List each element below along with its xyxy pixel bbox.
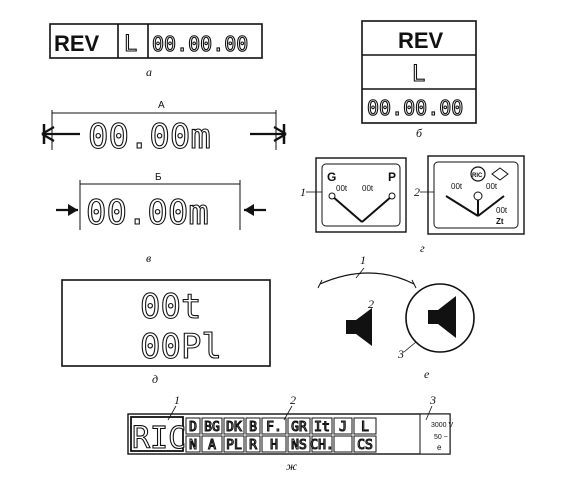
speaker-icon [346, 308, 372, 346]
code-cell-top [261, 417, 287, 435]
code-cell-top [287, 417, 311, 435]
code-label-top: GR [291, 420, 307, 435]
speaker-icon [428, 296, 456, 338]
caption-d: д [152, 372, 158, 386]
caption-b: б [416, 126, 423, 140]
value-4: Zt [496, 217, 504, 226]
code-cell-top [245, 417, 261, 435]
code-cell-bottom [287, 435, 311, 453]
code-label-top: It [314, 420, 330, 435]
code-cell-top [311, 417, 333, 435]
code-cell-top [353, 417, 377, 435]
value-a-readout: 00.00m [88, 117, 211, 157]
code-cell-bottom [261, 435, 287, 453]
callout-3: 3 [397, 347, 404, 361]
line-1-readout: 00t [140, 287, 201, 327]
code-cell-top [333, 417, 353, 435]
e-label: e [437, 443, 442, 452]
panel-a: REV L 00.00.00 а [49, 23, 263, 79]
right-value: 00t [362, 184, 374, 193]
value-1: 00t [451, 182, 463, 191]
code-cell-top [201, 417, 223, 435]
counter-readout: 00.00.00 [367, 96, 463, 120]
callout-3: 3 [429, 393, 436, 407]
code-cell-bottom [311, 435, 333, 453]
panel-b: REV L 00.00.00 б [361, 20, 477, 140]
code-label-bottom: N [189, 438, 197, 453]
code-label-bottom: R [249, 438, 257, 453]
caption-a: а [146, 65, 152, 79]
mode-indicator: L [412, 62, 425, 87]
code-label-top: J [339, 420, 347, 435]
code-label-bottom: CH. [310, 438, 333, 453]
code-cell-bottom [201, 435, 223, 453]
code-label-top: DK [226, 420, 242, 435]
code-label-top: BG [204, 420, 220, 435]
p-label: P [388, 170, 396, 184]
caption-zh: ж [286, 459, 297, 473]
code-label-bottom: A [208, 438, 216, 453]
caption-v: в [146, 251, 151, 265]
voltage-label: 3000 V [431, 422, 454, 429]
rev-label: REV [54, 31, 100, 56]
code-label-bottom: NS [291, 438, 307, 453]
counter-readout: 00.00.00 [152, 32, 248, 56]
callout-2: 2 [414, 185, 420, 199]
panel-g: G P 00t 00t 1 RIC 00t 00t 00t Zt 2 г [300, 155, 525, 255]
code-cell-top [223, 417, 245, 435]
value-2: 00t [486, 182, 498, 191]
code-cell-bottom [353, 435, 377, 453]
callout-2: 2 [368, 297, 374, 311]
code-cell-bottom [185, 435, 201, 453]
line-2-readout: 00Pl [140, 327, 222, 367]
g-label: G [327, 170, 336, 184]
left-value: 00t [336, 184, 348, 193]
value-3: 00t [496, 206, 508, 215]
ric-tag: RIC [472, 173, 483, 179]
panel-d: 00t 00Pl д [61, 279, 271, 386]
callout-1: 1 [174, 393, 180, 407]
panel-e: 1 2 3 е [317, 253, 475, 381]
callout-1: 1 [300, 185, 306, 199]
dimension-b-label: Б [155, 172, 162, 183]
dimension-a-label: А [158, 100, 165, 111]
mode-indicator: L [124, 32, 137, 57]
panel-v: А 00.00m Б 00.00m в [41, 100, 287, 265]
code-label-bottom: PL [226, 438, 242, 453]
code-label-bottom: H [270, 438, 278, 453]
freq-label: 50 ~ [434, 434, 448, 441]
code-cell-bottom [223, 435, 245, 453]
code-label-top: F. [266, 420, 282, 435]
code-label-top: L [361, 420, 369, 435]
code-cell-bottom [333, 435, 353, 453]
ric-mark: RIC [132, 421, 186, 456]
code-label-top: D [189, 420, 197, 435]
code-label-top: B [249, 420, 257, 435]
callout-1: 1 [360, 253, 366, 267]
code-cell-top [185, 417, 201, 435]
rev-label: REV [398, 28, 444, 53]
caption-e: е [424, 367, 430, 381]
value-b-readout: 00.00m [86, 193, 209, 233]
caption-g: г [420, 241, 425, 255]
code-label-bottom: CS [357, 438, 373, 453]
code-cell-bottom [245, 435, 261, 453]
callout-2: 2 [290, 393, 296, 407]
